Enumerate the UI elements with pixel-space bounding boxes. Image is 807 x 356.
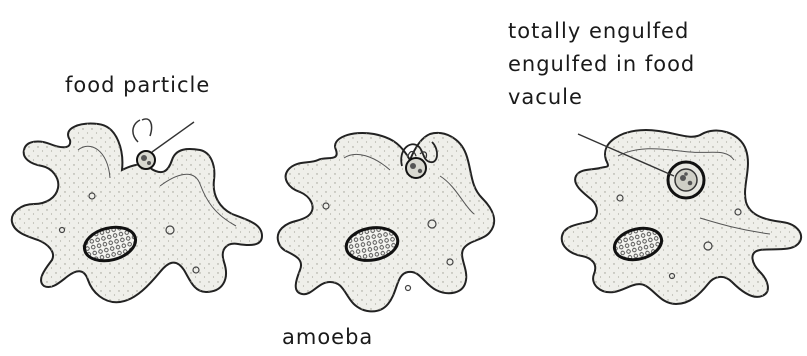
amoeba-stage-approach	[12, 124, 262, 303]
vacule-label: vacule	[508, 82, 583, 112]
amoeba-stage-engulfing	[278, 133, 494, 311]
amoeba-stage-vacuole	[562, 130, 801, 304]
engulfed-in-food-label: engulfed in food	[508, 49, 695, 79]
food-particle-label: food particle	[65, 70, 210, 100]
amoeba-label: amoeba	[282, 322, 373, 352]
food-vacuole	[668, 162, 704, 198]
totally-engulfed-label: totally engulfed	[508, 16, 689, 46]
food-particle-pointer	[152, 122, 194, 152]
